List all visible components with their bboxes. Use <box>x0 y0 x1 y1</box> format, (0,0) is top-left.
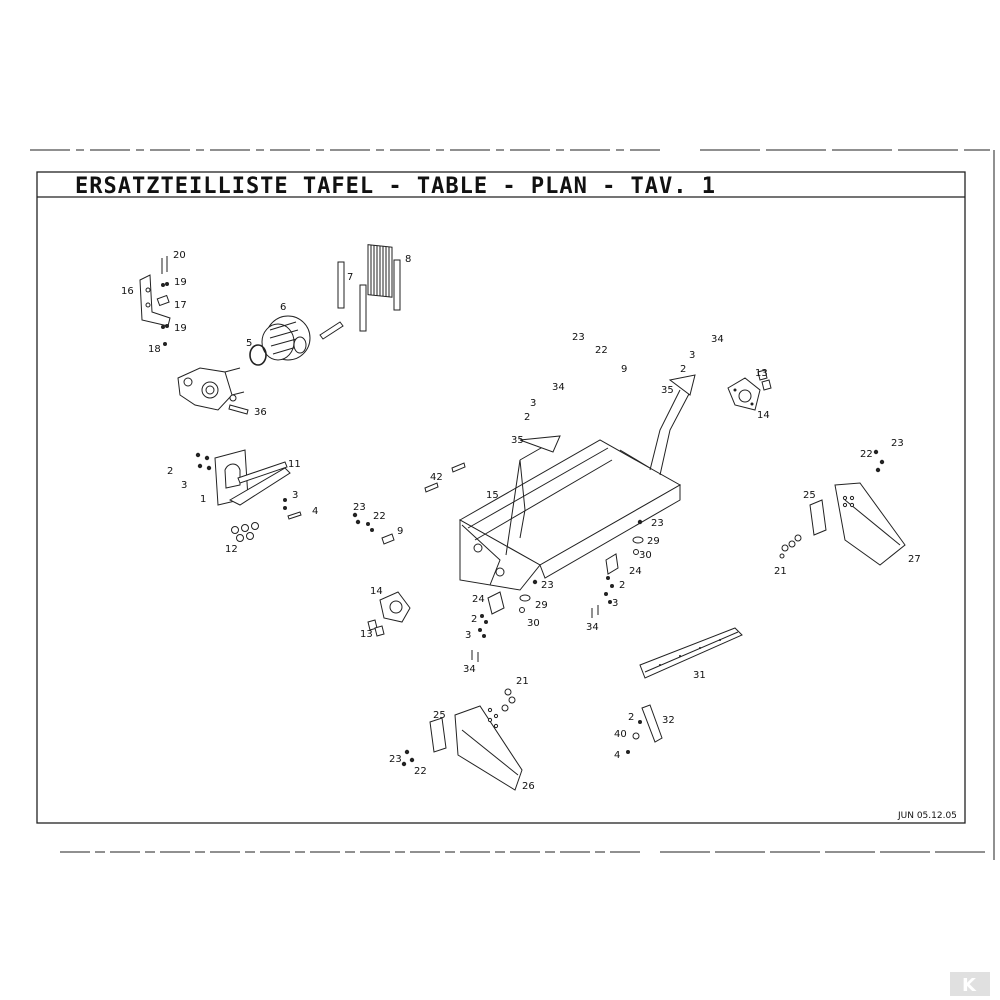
label-26: 26 <box>522 781 535 792</box>
label-8: 8 <box>405 254 411 265</box>
label-18: 18 <box>148 344 161 355</box>
label-25: 25 <box>433 710 446 721</box>
label-24: 24 <box>472 594 485 605</box>
label-22: 22 <box>595 345 608 356</box>
label-4: 4 <box>312 506 318 517</box>
fastener-group-lower-center <box>471 579 538 662</box>
skid-26-left <box>401 688 523 791</box>
bracket-pair-42 <box>424 462 466 493</box>
label-3: 3 <box>465 630 471 641</box>
fastener-group-center-right <box>591 519 644 618</box>
label-23: 23 <box>572 332 585 343</box>
label-21: 21 <box>516 676 529 687</box>
drawing-frame <box>36 171 966 824</box>
label-34: 34 <box>586 622 599 633</box>
label-16: 16 <box>121 286 134 297</box>
fastener-group-left <box>352 512 395 545</box>
label-23: 23 <box>541 580 554 591</box>
bearing-14-lower <box>367 591 411 637</box>
label-2: 2 <box>619 580 625 591</box>
label-24: 24 <box>629 566 642 577</box>
label-20: 20 <box>173 250 186 261</box>
label-3: 3 <box>292 490 298 501</box>
date-reference: JUN 05.12.05 <box>897 811 957 821</box>
label-3: 3 <box>181 480 187 491</box>
label-27: 27 <box>908 554 921 565</box>
label-13: 13 <box>360 629 373 640</box>
brand-watermark-icon: K <box>950 972 990 996</box>
label-1: 1 <box>200 494 206 505</box>
label-5: 5 <box>246 338 252 349</box>
label-2: 2 <box>628 712 634 723</box>
skid-27-right <box>779 449 906 566</box>
label-23: 23 <box>353 502 366 513</box>
label-30: 30 <box>639 550 652 561</box>
label-34: 34 <box>463 664 476 675</box>
label-22: 22 <box>860 449 873 460</box>
label-14: 14 <box>370 586 383 597</box>
label-22: 22 <box>373 511 386 522</box>
plate-assembly-1 <box>195 449 302 542</box>
label-32: 32 <box>662 715 675 726</box>
label-30: 30 <box>527 618 540 629</box>
label-35: 35 <box>661 385 674 396</box>
label-23: 23 <box>389 754 402 765</box>
label-9: 9 <box>621 364 627 375</box>
label-23: 23 <box>651 518 664 529</box>
label-19: 19 <box>174 277 187 288</box>
label-34: 34 <box>711 334 724 345</box>
label-7: 7 <box>347 272 353 283</box>
label-12: 12 <box>225 544 238 555</box>
label-21: 21 <box>774 566 787 577</box>
label-2: 2 <box>167 466 173 477</box>
label-15: 15 <box>486 490 499 501</box>
label-25: 25 <box>803 490 816 501</box>
label-23: 23 <box>891 438 904 449</box>
label-35: 35 <box>511 435 524 446</box>
label-9: 9 <box>397 526 403 537</box>
bar-assembly-32 <box>626 704 663 754</box>
label-29: 29 <box>647 536 660 547</box>
pulley-assembly-6 <box>249 315 344 366</box>
sheet-title: ERSATZTEILLISTE TAFEL - TABLE - PLAN - T… <box>75 174 716 199</box>
label-34: 34 <box>552 382 565 393</box>
label-3: 3 <box>530 398 536 409</box>
label-3: 3 <box>689 350 695 361</box>
label-42: 42 <box>430 472 443 483</box>
label-19: 19 <box>174 323 187 334</box>
label-29: 29 <box>535 600 548 611</box>
label-31: 31 <box>693 670 706 681</box>
label-11: 11 <box>288 459 301 470</box>
label-2: 2 <box>680 364 686 375</box>
label-40: 40 <box>614 729 627 740</box>
label-17: 17 <box>174 300 187 311</box>
part-number-labels: 20 19 16 17 19 18 6 5 7 8 36 2 3 1 11 3 … <box>121 250 921 792</box>
scraper-blade-31 <box>639 627 743 679</box>
label-22: 22 <box>414 766 427 777</box>
label-14: 14 <box>757 410 770 421</box>
bracket-assembly-16 <box>139 256 171 346</box>
gearbox-assembly <box>177 367 249 415</box>
svg-text:K: K <box>962 975 977 996</box>
bearing-14-upper <box>727 369 772 411</box>
label-13: 13 <box>755 368 768 379</box>
label-4: 4 <box>614 750 620 761</box>
label-3: 3 <box>612 598 618 609</box>
scan-edge-lines <box>30 149 995 860</box>
label-2: 2 <box>524 412 530 423</box>
main-housing-15 <box>458 374 696 591</box>
label-36: 36 <box>254 407 267 418</box>
label-6: 6 <box>280 302 286 313</box>
label-2: 2 <box>471 614 477 625</box>
guard-plates-7-8 <box>337 244 401 332</box>
